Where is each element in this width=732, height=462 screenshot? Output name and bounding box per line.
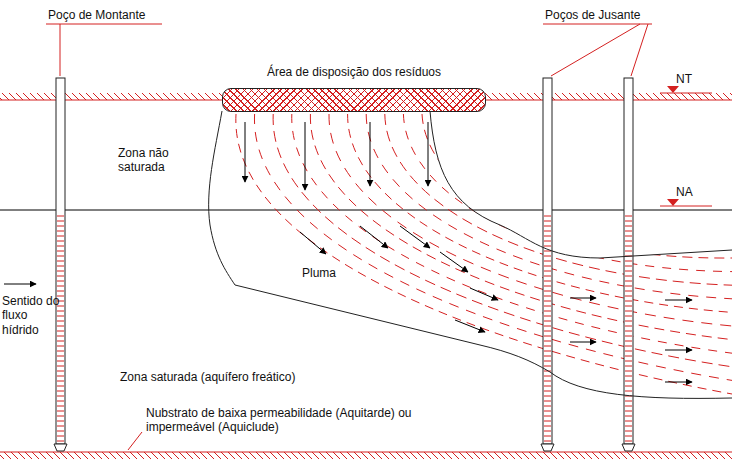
level-label: NA	[676, 185, 693, 199]
leader-lines	[46, 24, 712, 450]
well	[54, 78, 67, 451]
flow-arrow	[245, 122, 246, 182]
flow-arrow	[440, 252, 468, 272]
flow-arrow	[570, 298, 596, 299]
flow-arrow	[300, 232, 326, 254]
flow-arrow	[455, 320, 485, 332]
zone-label: Zona saturada (aquífero freático)	[120, 370, 295, 384]
well-label: Poço de Montante	[48, 8, 145, 22]
flow-arrow	[570, 342, 596, 343]
flow-arrow	[428, 122, 429, 186]
plume-label: Pluma	[300, 266, 338, 280]
plume-region: Pluma	[205, 108, 732, 402]
wells	[54, 78, 635, 451]
streamline	[292, 114, 732, 353]
waste-area: Área de disposição dos resíduos	[222, 88, 486, 112]
streamline	[236, 114, 732, 394]
na-triangle	[667, 199, 679, 206]
plume-outline	[205, 108, 732, 402]
flow-arrow	[665, 382, 692, 383]
flow-label: Sentido do fluxo hídrido	[2, 294, 64, 337]
flow-arrow	[305, 122, 306, 190]
nt-triangle	[667, 86, 679, 93]
area-heading: Área de disposição dos resíduos	[223, 65, 485, 79]
flow-arrow	[360, 226, 388, 248]
streamline	[422, 114, 732, 258]
water-table-line	[0, 210, 732, 211]
base-line	[0, 451, 732, 452]
zone-label: Zona não saturada	[118, 146, 188, 175]
flow-arrow	[665, 350, 692, 351]
streamline	[403, 114, 732, 272]
streamline	[385, 114, 732, 285]
substrate-label: Nubstrato de baixa permeabilidade (Aquit…	[146, 406, 446, 435]
flow-arrow	[400, 226, 430, 248]
streamline	[329, 114, 732, 326]
flow-arrow	[370, 122, 371, 186]
streamline	[348, 114, 732, 312]
well-label: Poços de Jusante	[545, 8, 640, 22]
plume-streamlines	[236, 114, 732, 394]
streamline	[273, 114, 732, 367]
flow-arrows	[4, 122, 692, 382]
flow-arrow	[4, 284, 36, 285]
streamline	[310, 114, 732, 340]
plume-border	[209, 111, 732, 398]
level-label: NT	[676, 72, 692, 86]
flow-arrow	[665, 300, 692, 301]
streamline	[254, 114, 732, 380]
flow-arrow	[470, 288, 498, 300]
base-hatch	[0, 452, 732, 459]
well	[541, 78, 554, 451]
